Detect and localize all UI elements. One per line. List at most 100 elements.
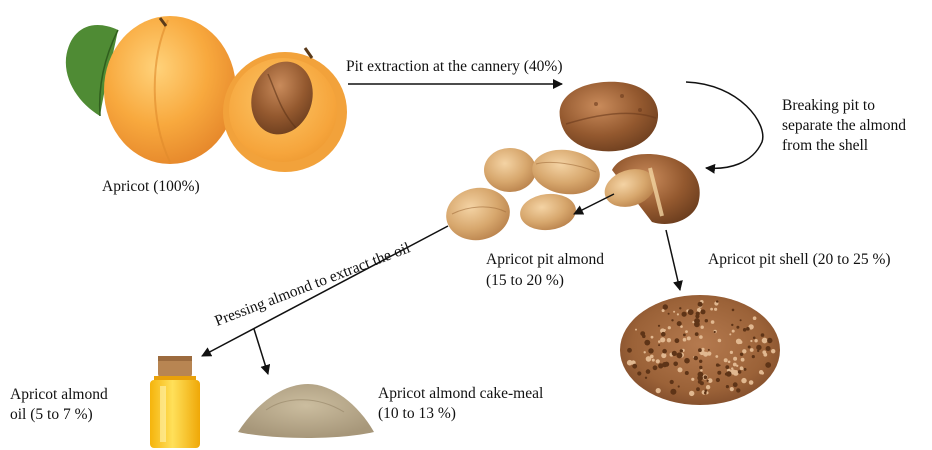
shell-fragment bbox=[660, 337, 665, 342]
shell-fragment bbox=[716, 363, 719, 366]
shell-fragment bbox=[748, 346, 751, 349]
shell-fragment bbox=[664, 329, 666, 331]
shell-fragment bbox=[724, 358, 728, 362]
shell-fragment bbox=[716, 300, 718, 302]
shell-fragment bbox=[662, 349, 667, 354]
label-cake-line1: Apricot almond cake-meal bbox=[378, 384, 543, 403]
shell-fragment bbox=[743, 328, 747, 332]
shell-fragment bbox=[757, 350, 759, 352]
shell-fragment bbox=[680, 349, 683, 352]
shell-fragment bbox=[680, 325, 683, 328]
label-breaking-line2: separate the almond bbox=[782, 116, 906, 135]
shell-fragment bbox=[761, 333, 765, 337]
shell-fragment bbox=[733, 357, 737, 361]
shell-fragment bbox=[742, 349, 746, 353]
shell-fragment bbox=[687, 336, 691, 340]
almond-cake-meal-image bbox=[238, 384, 374, 438]
shell-fragment bbox=[765, 362, 771, 368]
shell-fragment bbox=[740, 319, 742, 321]
shell-fragment bbox=[677, 321, 682, 326]
label-pit-shell: Apricot pit shell (20 to 25 %) bbox=[708, 250, 891, 269]
shell-fragment bbox=[736, 326, 739, 329]
shell-fragment bbox=[656, 388, 661, 393]
shell-fragment bbox=[740, 353, 743, 356]
shell-fragment bbox=[732, 330, 735, 333]
shell-fragment bbox=[644, 351, 646, 353]
shell-fragment bbox=[726, 385, 729, 388]
shell-fragment bbox=[627, 360, 633, 366]
shell-fragment bbox=[762, 338, 768, 344]
shell-fragment bbox=[704, 392, 707, 395]
pit-shell-pile-image bbox=[620, 295, 780, 405]
shell-fragment bbox=[705, 319, 708, 322]
shell-fragment bbox=[730, 351, 733, 354]
shell-fragment bbox=[668, 313, 670, 315]
shell-fragment bbox=[736, 365, 738, 367]
shell-fragment bbox=[763, 353, 767, 357]
shell-fragment bbox=[650, 355, 654, 359]
label-cake-line2: (10 to 13 %) bbox=[378, 404, 456, 423]
shell-fragment bbox=[707, 380, 709, 382]
shell-fragment bbox=[682, 312, 687, 317]
shell-fragment bbox=[671, 319, 673, 321]
shell-fragment bbox=[678, 367, 683, 372]
shell-fragment bbox=[661, 332, 666, 337]
label-oil-line2: oil (5 to 7 %) bbox=[10, 405, 93, 424]
shell-fragment bbox=[678, 385, 680, 387]
shell-fragment bbox=[728, 361, 731, 364]
shell-fragment bbox=[668, 326, 671, 329]
shell-fragment bbox=[683, 338, 687, 342]
shell-fragment bbox=[767, 338, 772, 343]
shell-fragment bbox=[627, 348, 632, 353]
shell-fragment bbox=[688, 309, 694, 315]
shell-fragment bbox=[761, 372, 764, 375]
shell-fragment bbox=[670, 380, 674, 384]
shell-fragment bbox=[744, 368, 747, 371]
shell-fragment bbox=[736, 388, 740, 392]
shell-fragment bbox=[637, 371, 641, 375]
whole-apricot-image bbox=[66, 16, 236, 164]
shell-fragment bbox=[658, 340, 661, 343]
shell-fragment bbox=[741, 378, 746, 383]
shell-fragment bbox=[652, 359, 655, 362]
shell-fragment bbox=[699, 360, 702, 363]
shell-fragment bbox=[673, 311, 675, 313]
shell-fragment bbox=[683, 334, 686, 337]
shell-fragment bbox=[701, 309, 706, 314]
apricot-almonds-image bbox=[442, 145, 603, 245]
shell-fragment bbox=[752, 355, 755, 358]
shell-fragment bbox=[635, 329, 637, 331]
shell-fragment bbox=[733, 382, 738, 387]
shell-fragment bbox=[741, 358, 745, 362]
broken-pit-image bbox=[600, 154, 700, 224]
label-breaking-line1: Breaking pit to bbox=[782, 96, 875, 115]
shell-fragment bbox=[684, 358, 690, 364]
apricot-pit-image bbox=[560, 82, 658, 152]
shell-fragment bbox=[766, 346, 771, 351]
shell-fragment bbox=[698, 302, 703, 307]
shell-fragment bbox=[717, 371, 721, 375]
shell-fragment bbox=[676, 352, 682, 358]
shell-fragment bbox=[710, 308, 713, 311]
shell-fragment bbox=[695, 332, 699, 336]
shell-fragment bbox=[711, 320, 715, 324]
label-pit-extraction: Pit extraction at the cannery (40%) bbox=[346, 57, 563, 76]
shell-fragment bbox=[667, 338, 671, 342]
shell-fragment bbox=[699, 335, 703, 339]
label-oil-line1: Apricot almond bbox=[10, 385, 108, 404]
shell-fragment bbox=[725, 365, 729, 369]
shell-fragment bbox=[698, 348, 702, 352]
half-apricot-image bbox=[223, 48, 347, 172]
shell-fragment bbox=[661, 353, 666, 358]
shell-fragment bbox=[759, 346, 762, 349]
shell-fragment bbox=[731, 367, 733, 369]
shell-fragment bbox=[708, 349, 710, 351]
shell-fragment bbox=[771, 349, 775, 353]
shell-fragment bbox=[699, 366, 702, 369]
shell-fragment bbox=[696, 387, 700, 391]
label-breaking-line3: from the shell bbox=[782, 136, 868, 155]
arrow-breaking-pit bbox=[686, 82, 763, 168]
shell-fragment bbox=[725, 373, 728, 376]
shell-fragment bbox=[697, 308, 701, 312]
